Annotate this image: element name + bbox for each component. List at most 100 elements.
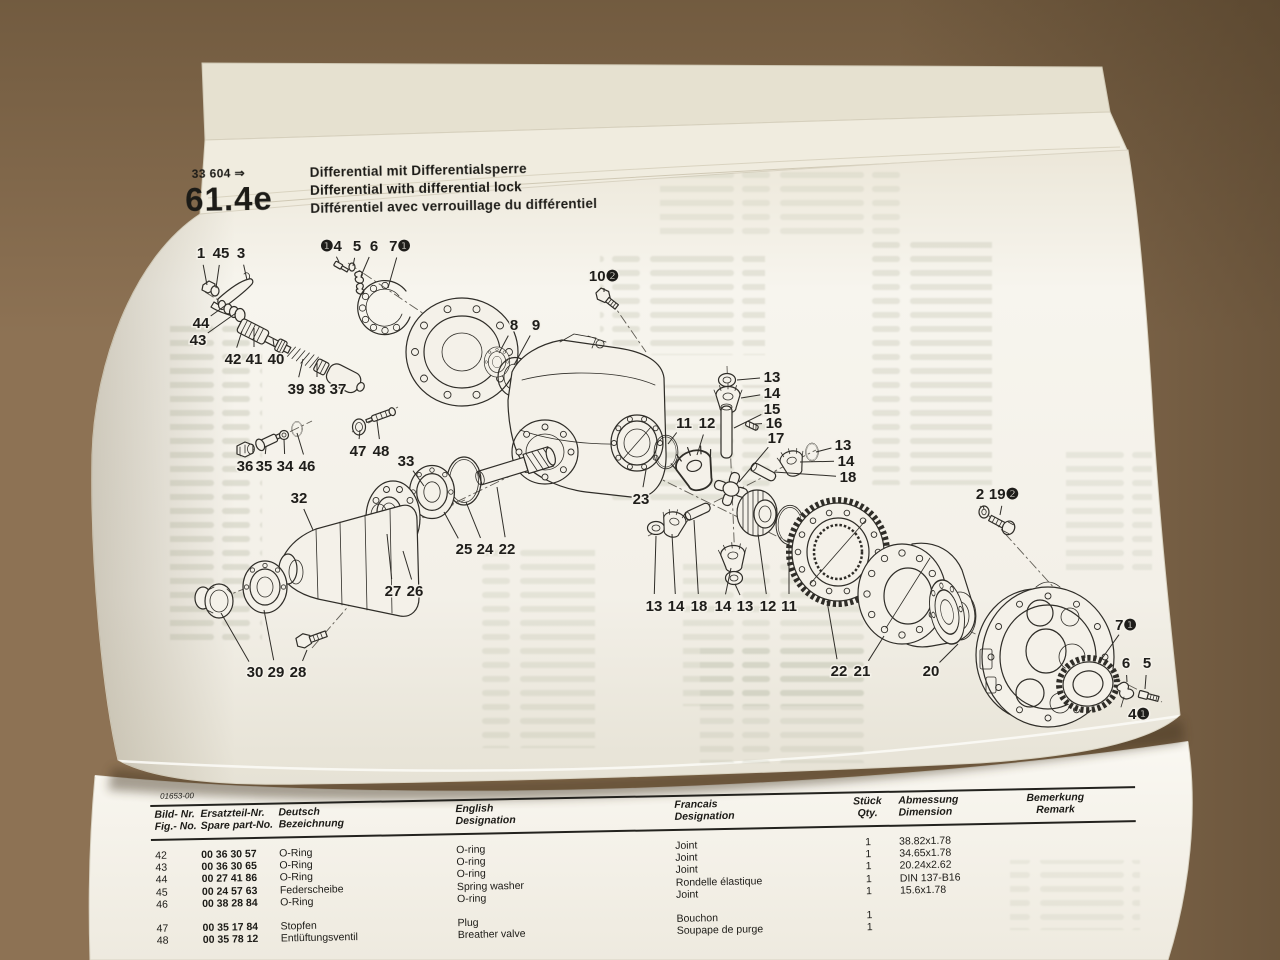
leader-line — [412, 470, 425, 487]
cell-fr: Soupape de purge — [676, 923, 764, 938]
leader-line — [498, 335, 509, 354]
part-label-11: 11 — [676, 415, 692, 432]
nut-30 — [194, 583, 234, 619]
part-label-43: 43 — [190, 332, 207, 349]
part-label-29: 29 — [268, 664, 285, 681]
bearing-29 — [242, 560, 288, 614]
lock-ring-gear-part — [357, 280, 411, 336]
part-label-11: 11 — [781, 598, 797, 615]
leader-line — [653, 535, 657, 595]
part-label-34: 34 — [277, 458, 294, 475]
leader-line — [867, 635, 885, 662]
part-label-9: 9 — [532, 317, 540, 334]
cell-remark — [982, 904, 1132, 907]
part-label-36: 36 — [237, 458, 254, 475]
leader-line — [671, 533, 676, 595]
leader-line — [496, 486, 506, 538]
part-label-47: 47 — [350, 443, 367, 460]
part-label-7: 7❶ — [1115, 617, 1137, 634]
part-label-8: 8 — [510, 317, 518, 334]
leader-line — [302, 649, 308, 662]
leader-line — [210, 304, 227, 317]
leader-line — [263, 609, 275, 661]
leader-line — [207, 312, 237, 334]
part-label-2: 2 — [976, 486, 984, 503]
part-label-14: 14 — [764, 385, 781, 402]
spider-gear-group-top — [713, 372, 819, 507]
part-label-7: 7❶ — [389, 238, 411, 255]
part-label-17: 17 — [768, 430, 785, 447]
part-label-25: 25 — [456, 541, 473, 558]
leader-line — [1144, 674, 1147, 690]
lock-shift-small-parts — [333, 260, 365, 295]
cell-qty: 1 — [865, 848, 872, 861]
part-label-6: 6 — [1122, 655, 1130, 672]
part-label-3: 3 — [237, 245, 245, 262]
cell-fig: 42 — [155, 849, 168, 862]
leader-line — [465, 501, 481, 539]
leader-line — [303, 508, 314, 531]
document-number: 01653-00 — [159, 791, 194, 801]
leader-line — [360, 256, 370, 277]
part-label-37: 37 — [330, 381, 347, 398]
leader-line — [667, 432, 678, 445]
leader-line — [283, 438, 286, 455]
part-label-13: 13 — [646, 598, 663, 615]
part-label-12: 12 — [699, 415, 716, 432]
leader-line — [740, 394, 761, 399]
leader-line — [642, 469, 647, 488]
part-label-4: ❶4 — [320, 238, 342, 255]
part-label-42: 42 — [225, 351, 242, 368]
leader-line — [799, 460, 835, 463]
part-label-33: 33 — [398, 453, 415, 470]
flipped-page-stack — [199, 62, 1129, 215]
leader-line — [402, 550, 413, 580]
cell-qty: 1 — [865, 872, 872, 885]
leader-line — [376, 420, 380, 440]
leader-line — [272, 338, 275, 348]
leader-line — [358, 429, 361, 440]
part-label-5: 5 — [1143, 655, 1151, 672]
leader-line — [939, 643, 959, 663]
leader-line — [298, 358, 304, 378]
part-label-21: 21 — [854, 663, 871, 680]
part-label-13: 13 — [835, 437, 852, 454]
lock-collar-7 — [1056, 654, 1120, 714]
shift-rod-assembly — [236, 318, 365, 394]
leader-line — [202, 264, 208, 286]
leader-line — [736, 377, 761, 381]
bearing-8 — [483, 346, 511, 378]
part-label-30: 30 — [247, 664, 264, 681]
part-label-28: 28 — [290, 664, 307, 681]
part-label-48: 48 — [373, 443, 390, 460]
cell-qty: 1 — [866, 909, 873, 922]
parts-table: 01653-00 Bild- Nr.Fig.- No. Ersatzteil-N… — [150, 773, 1153, 957]
bearing-ring-23 — [610, 414, 664, 472]
part-label-10: 10❷ — [589, 268, 619, 285]
part-label-4: 4❶ — [1128, 706, 1150, 723]
leader-line — [696, 434, 704, 456]
leader-line — [386, 533, 393, 580]
washer-2-bolt-19 — [978, 505, 1016, 536]
differential-exploded-diagram: 1453❶4567❶10❷444342414039383789474836353… — [188, 237, 1163, 728]
leader-line — [999, 505, 1003, 516]
leader-line — [733, 413, 762, 429]
part-label-14: 14 — [838, 453, 855, 470]
leader-line — [826, 600, 838, 660]
plug-valve-parts — [236, 407, 396, 458]
leader-line — [773, 471, 837, 477]
part-label-24: 24 — [477, 541, 494, 558]
part-label-5: 5 — [353, 238, 361, 255]
lock-fork-6-bolt-5 — [1116, 681, 1160, 708]
part-label-6: 6 — [370, 238, 378, 255]
cell-dim: 15.6x1.78 — [899, 883, 947, 897]
leader-line — [725, 567, 732, 595]
part-label-16: 16 — [766, 415, 783, 432]
part-label-14: 14 — [715, 598, 732, 615]
